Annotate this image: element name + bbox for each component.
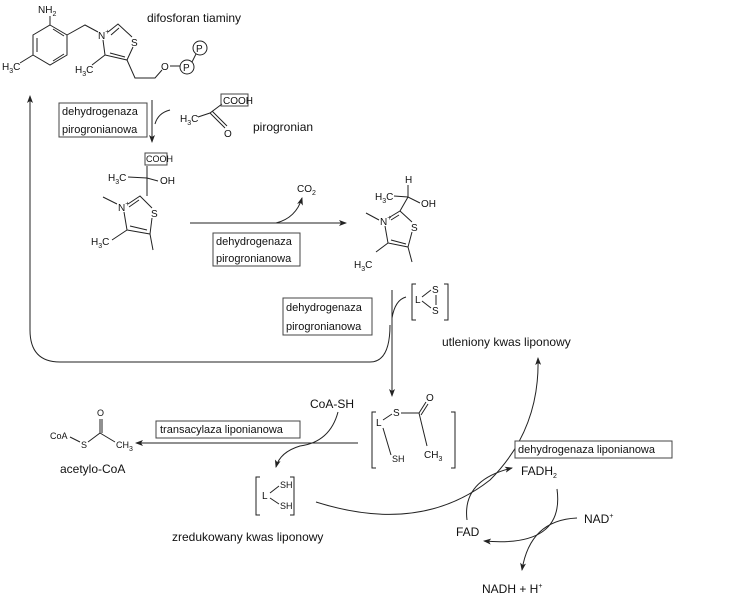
methyl-group: CH3 [424,450,442,463]
pdh-enzyme-box-3: dehydrogenaza pirogronianowa [282,297,373,336]
coa-entry-curve [274,411,339,468]
methyl-group: H3C [180,114,198,127]
fadh2-oxidation-arrow [483,488,559,545]
methyl-group: H3C [354,260,372,273]
nadh-label: NADH + H+ [482,582,542,596]
lipoyl-l: L [415,295,421,306]
tpp-label: difosforan tiaminy [147,11,241,25]
sulfur-atom: S [432,285,439,296]
phosphate-1: P [183,63,190,74]
methyl-group: H3C [91,237,109,250]
pdh-enzyme-box-1: dehydrogenaza pirogronianowa [58,102,148,138]
oxygen-atom: O [224,129,232,140]
thiazolium-nitrogen: N+ [380,215,391,228]
hydrogen-atom: H [405,175,412,186]
methyl-group: H3C [375,192,393,205]
methyl-group: H3C [108,173,126,186]
sulfur-atom: S [81,440,87,450]
enzyme-label: pirogronianowa [216,253,292,265]
nad-label: NAD+ [584,512,613,526]
thiazole-sulfur: S [151,209,158,220]
amino-group: NH2 [38,5,56,18]
co2-label: CO2 [297,184,316,197]
hydroxyl-group: OH [160,176,175,187]
fad-label: FAD [456,525,480,539]
lipoyl-l: L [262,491,268,502]
acetyl-coa-label: acetylo-CoA [60,462,125,476]
carboxyl-group: COOH [223,96,253,107]
enzyme-label: pirogronianowa [62,124,138,136]
oxygen-atom: O [161,62,169,73]
pyruvate-entry-curve [154,109,171,125]
hydroxyl-group: OH [421,199,436,210]
fadh2-label: FADH2 [521,464,557,480]
thiol-group: SH [280,501,293,511]
thiazolium-nitrogen: N+ [118,201,129,214]
enzyme-label: dehydrogenaza liponianowa [518,444,656,456]
methyl-group: H3C [2,62,20,75]
nad-reduction-arrow [520,517,578,571]
oxygen-atom: O [426,393,434,404]
acetyl-coa-structure: CoA S O CH3 acetylo-CoA [50,408,133,476]
thiazole-sulfur: S [131,38,138,49]
reduced-lipoic-structure: L SH SH zredukowany kwas liponowy [172,476,323,544]
enzyme-label: dehydrogenaza [62,106,139,118]
thiamine-pyrophosphate-structure: NH2 H3C N+ S H3C O P P difosforan tiamin… [2,5,241,79]
transacylase-enzyme-box: transacylaza liponianowa [155,420,301,439]
pyruvate-label: pirogronian [253,120,313,134]
lipoamide-dh-enzyme-box: dehydrogenaza liponianowa [514,440,673,459]
methyl-group: CH3 [116,440,133,453]
pdh-enzyme-box-2: dehydrogenaza pirogronianowa [212,232,301,267]
oxidized-lipoic-structure: L S S utleniony kwas liponowy [411,283,571,349]
acetyl-dihydrolipoamide-structure: L S SH O CH3 [371,393,456,469]
coa-sh-label: CoA-SH [310,397,354,411]
thiol-group: SH [392,454,405,464]
pyruvate-structure: H3C COOH O pirogronian [180,93,313,140]
regeneration-arrow [27,95,391,363]
methyl-group: H3C [75,65,93,78]
thiazole-sulfur: S [411,223,418,234]
co2-release-curve [275,197,303,224]
enzyme-label: dehydrogenaza [216,236,293,248]
sulfur-atom: S [393,408,400,419]
fad-reduction-arrow [466,466,513,521]
enzyme-label: dehydrogenaza [286,302,363,314]
reoxidation-arrow [315,357,542,515]
reduced-lipoic-label: zredukowany kwas liponowy [172,530,323,544]
oxygen-atom: O [97,408,104,418]
enzyme-label: pirogronianowa [286,321,362,333]
phosphate-2: P [196,44,203,55]
oxidized-lipoic-label: utleniony kwas liponowy [442,335,571,349]
lipoyl-l: L [376,418,382,429]
thiol-group: SH [280,480,293,490]
carboxyl-group: COOH [146,154,173,164]
sulfur-atom: S [432,306,439,317]
thiazolium-nitrogen: N+ [98,29,109,42]
enzyme-label: transacylaza liponianowa [160,424,284,436]
lactyl-tpp-structure: COOH H3C OH N+ S H3C [91,152,175,251]
coa-group: CoA [50,431,68,441]
lipoic-entry-curve [391,296,407,319]
hydroxyethyl-tpp-structure: H H3C OH N+ S H3C [354,175,436,273]
